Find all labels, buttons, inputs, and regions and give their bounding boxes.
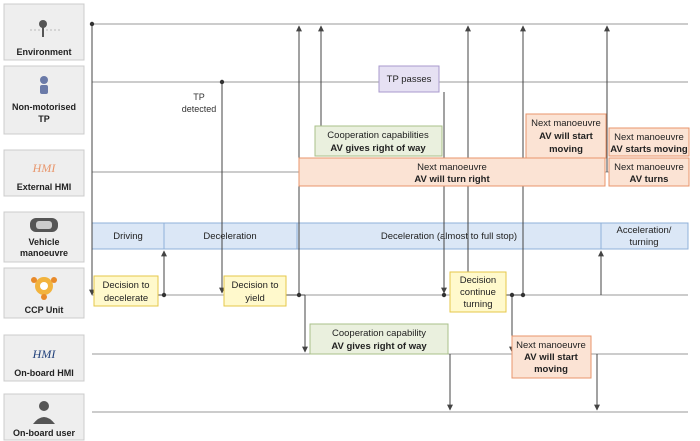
- lane-label-user: On-board user: [13, 428, 76, 438]
- svg-text:Cooperation capabilities: Cooperation capabilities: [327, 130, 429, 141]
- band-decel-full: Deceleration (almost to full stop): [381, 231, 517, 242]
- svg-text:Next manoeuvre: Next manoeuvre: [531, 118, 601, 129]
- svg-text:continue: continue: [460, 287, 496, 298]
- tp-detected-2: detected: [182, 104, 217, 114]
- box-next-starts-moving: Next manoeuvre AV starts moving: [608, 127, 690, 157]
- box-next-start-ext: Next manoeuvre AV will start moving: [525, 113, 607, 159]
- box-coop-onboard: Cooperation capability AV gives right of…: [309, 323, 449, 355]
- svg-text:AV gives right of way: AV gives right of way: [330, 143, 426, 154]
- lane-user: On-board user: [3, 393, 85, 441]
- band-deceleration: Deceleration: [203, 231, 256, 242]
- lane-vehicle: Vehicle manoeuvre: [3, 211, 85, 263]
- lane-label-ccp: CCP Unit: [25, 305, 64, 315]
- box-decide-continue: Decision continue turning: [449, 271, 507, 313]
- svg-text:Next manoeuvre: Next manoeuvre: [614, 132, 684, 143]
- hmi-icon: HMI: [32, 161, 57, 175]
- svg-text:Cooperation capability: Cooperation capability: [332, 328, 426, 339]
- lane-label-environment: Environment: [16, 47, 71, 57]
- lane-environment: Environment: [3, 3, 85, 61]
- svg-text:decelerate: decelerate: [104, 293, 148, 304]
- band-accel-1: Acceleration/: [617, 225, 672, 236]
- band-driving: Driving: [113, 231, 143, 242]
- user-icon: [33, 401, 55, 424]
- svg-text:Next manoeuvre: Next manoeuvre: [516, 340, 586, 351]
- svg-text:yield: yield: [245, 293, 265, 304]
- lane-ext-hmi: HMI External HMI: [3, 149, 85, 197]
- pedestrian-icon: [40, 76, 48, 94]
- ccp-network-icon: [31, 277, 57, 300]
- lane-label-tp-1: Non-motorised: [12, 102, 76, 112]
- svg-text:AV gives right of way: AV gives right of way: [331, 341, 427, 352]
- svg-text:AV will start: AV will start: [539, 131, 594, 142]
- svg-text:turning: turning: [463, 299, 492, 310]
- vehicle-band: Driving Deceleration Deceleration (almos…: [91, 222, 689, 250]
- box-decide-decel: Decision to decelerate: [93, 275, 159, 307]
- svg-text:TP passes: TP passes: [387, 74, 432, 85]
- svg-text:moving: moving: [534, 364, 568, 375]
- svg-text:Next manoeuvre: Next manoeuvre: [614, 162, 684, 173]
- lane-labels: Environment Non-motorised TP HMI Externa…: [3, 3, 85, 441]
- box-next-turns: Next manoeuvre AV turns: [608, 157, 690, 187]
- junction-dots: [89, 21, 526, 298]
- lane-label-vehicle-1: Vehicle: [28, 237, 59, 247]
- band-accel-2: turning: [629, 237, 658, 248]
- svg-text:AV will start: AV will start: [524, 352, 579, 363]
- lane-label-ext-hmi: External HMI: [17, 182, 72, 192]
- lane-label-tp-2: TP: [38, 114, 50, 124]
- box-decide-yield: Decision to yield: [223, 275, 287, 307]
- box-next-turn-right: Next manoeuvre AV will turn right: [298, 157, 606, 187]
- lane-onboard-hmi: HMI On-board HMI: [3, 334, 85, 382]
- lane-label-vehicle-2: manoeuvre: [20, 248, 68, 258]
- svg-text:AV turns: AV turns: [630, 174, 669, 185]
- box-tp-passes: TP passes: [378, 65, 440, 93]
- svg-text:AV will turn right: AV will turn right: [414, 174, 490, 185]
- svg-text:Decision to: Decision to: [232, 280, 279, 291]
- svg-text:Next manoeuvre: Next manoeuvre: [417, 162, 487, 173]
- svg-text:Decision to: Decision to: [103, 280, 150, 291]
- flow-arrows: [89, 24, 610, 411]
- hmi-icon-onboard: HMI: [32, 347, 57, 361]
- tree-icon: [30, 20, 60, 37]
- lane-ccp: CCP Unit: [3, 267, 85, 319]
- svg-text:moving: moving: [549, 144, 583, 155]
- lane-tp: Non-motorised TP: [3, 65, 85, 135]
- tp-detected-1: TP: [193, 92, 205, 102]
- lane-label-onboard-hmi: On-board HMI: [14, 368, 74, 378]
- svg-text:Decision: Decision: [460, 275, 496, 286]
- svg-text:AV starts moving: AV starts moving: [610, 144, 688, 155]
- box-coop-ext: Cooperation capabilities AV gives right …: [314, 125, 443, 157]
- car-icon: [30, 218, 58, 232]
- box-next-start-onboard: Next manoeuvre AV will start moving: [511, 335, 592, 379]
